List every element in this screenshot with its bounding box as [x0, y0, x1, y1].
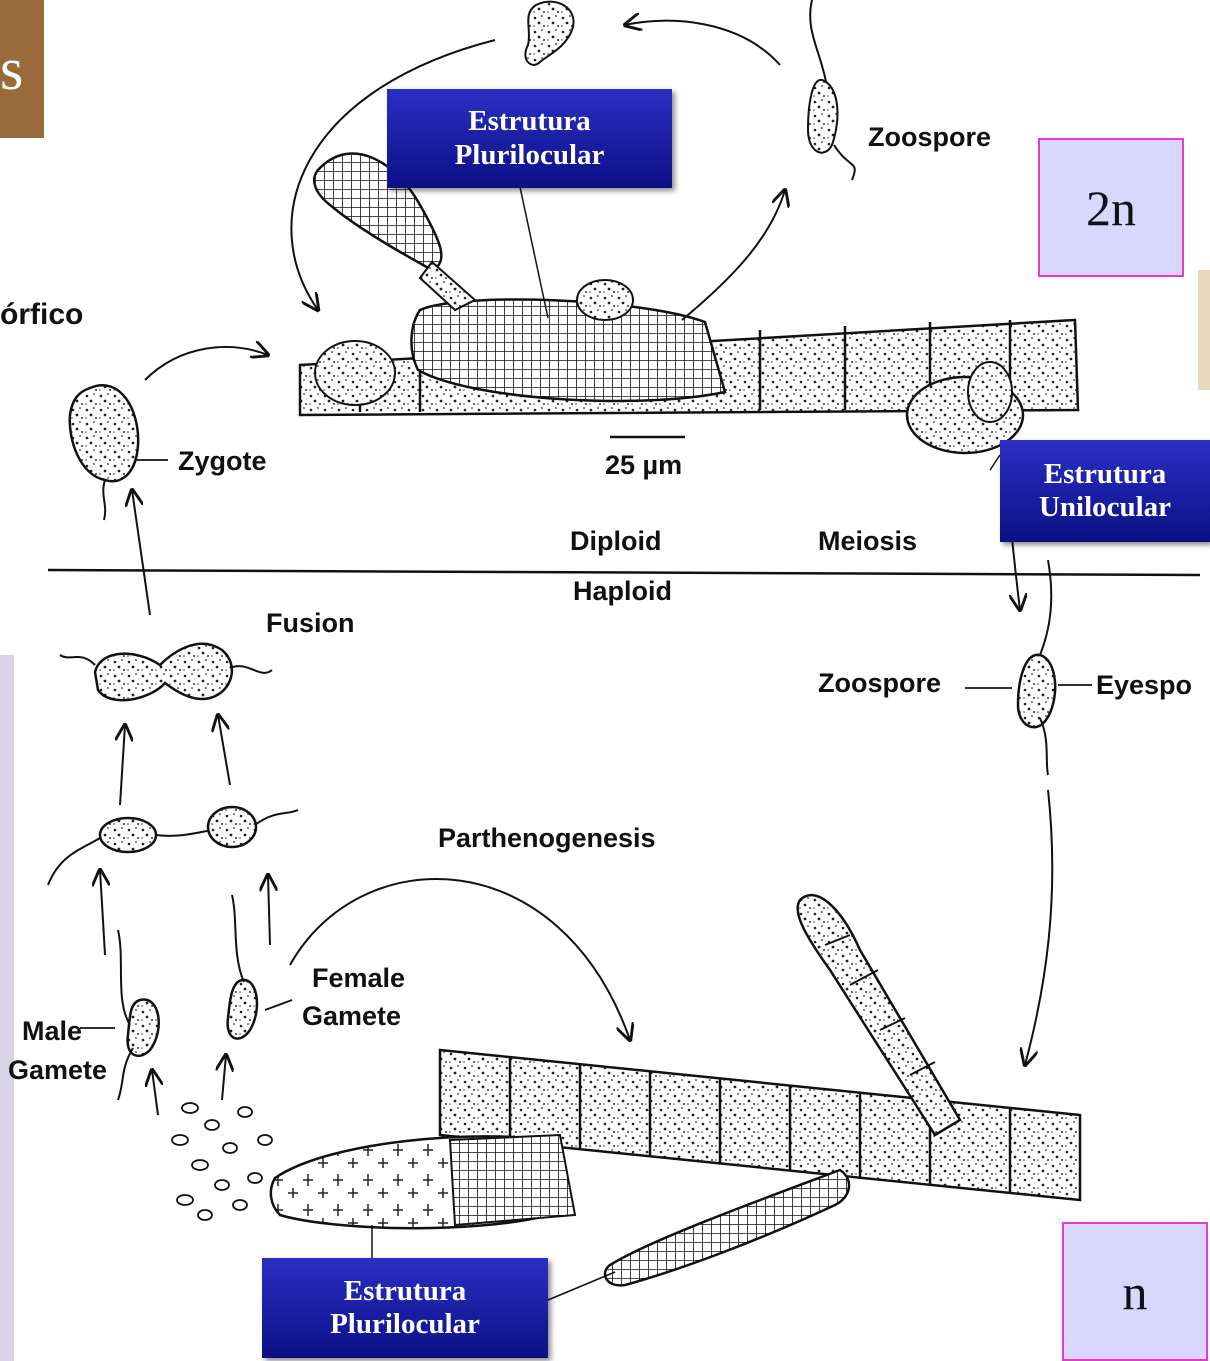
released-gamete-cluster	[172, 1103, 272, 1220]
arrow-gamete-up-2	[218, 715, 230, 785]
pluri-bottom-pointer-2	[548, 1272, 615, 1300]
fusing-gametes	[60, 644, 272, 700]
haploid-zoospore	[965, 560, 1092, 775]
box-plurilocular-top-line2: Plurilocular	[387, 139, 672, 172]
label-male-line1: Male	[22, 1018, 82, 1045]
uni-pointer	[990, 455, 1000, 470]
ploidy-box-diploid: 2n	[1038, 138, 1184, 277]
header-title-text: s	[0, 35, 23, 104]
header-subtitle-fragment: órfico	[0, 300, 83, 330]
box-plurilocular-top-line1: Estrutura	[387, 105, 672, 138]
arrow-gamete-up-1	[120, 725, 125, 805]
arrow-zoospore-settle-haploid	[1025, 790, 1052, 1065]
label-male-line2: Gamete	[8, 1057, 107, 1084]
label-scale: 25 µm	[605, 452, 682, 479]
label-female-line2: Gamete	[302, 1003, 401, 1030]
arrow-gamete-up-4	[268, 875, 270, 945]
arrow-pluri-release	[682, 190, 785, 320]
box-unilocular-line2: Unilocular	[1000, 491, 1210, 524]
label-fusion: Fusion	[266, 610, 355, 637]
arrow-release-female	[222, 1055, 226, 1100]
arrow-zoospore-cycle	[625, 21, 780, 65]
arrow-fusion-to-zygote	[132, 490, 150, 615]
ploidy-box-haploid: n	[1062, 1222, 1208, 1361]
header-title-fragment: s	[0, 0, 44, 138]
box-unilocular: Estrutura Unilocular	[1000, 440, 1210, 542]
female-gamete-tick	[265, 1000, 292, 1010]
label-female-line1: Female	[312, 965, 405, 992]
box-plurilocular-bottom-line1: Estrutura	[262, 1275, 548, 1308]
box-unilocular-line1: Estrutura	[1000, 458, 1210, 491]
box-plurilocular-top: Estrutura Plurilocular	[387, 89, 672, 188]
label-meiosis: Meiosis	[818, 528, 917, 555]
zygote-cell	[70, 385, 168, 520]
left-edge-decoration	[0, 655, 14, 1361]
label-zoospore-top: Zoospore	[868, 124, 991, 151]
ploidy-diploid-text: 2n	[1086, 179, 1136, 237]
label-zoospore-mid: Zoospore	[818, 670, 941, 697]
label-eyespot: Eyespo	[1096, 672, 1192, 699]
arrow-release-male	[152, 1070, 158, 1115]
box-plurilocular-bottom-line2: Plurilocular	[262, 1308, 548, 1341]
female-gamete-cell	[228, 895, 257, 1039]
ploidy-divider-line	[48, 570, 1200, 575]
arrow-zygote-germinate	[145, 347, 268, 380]
ploidy-haploid-text: n	[1123, 1263, 1148, 1321]
right-edge-decoration	[1198, 270, 1210, 390]
box-plurilocular-bottom: Estrutura Plurilocular	[262, 1258, 548, 1358]
label-haploid: Haploid	[573, 578, 672, 605]
label-diploid: Diploid	[570, 528, 661, 555]
label-parthenogenesis: Parthenogenesis	[438, 825, 656, 852]
arrow-gamete-up-3	[100, 870, 105, 955]
label-zygote: Zygote	[178, 448, 267, 475]
gamete-pair	[48, 807, 298, 885]
